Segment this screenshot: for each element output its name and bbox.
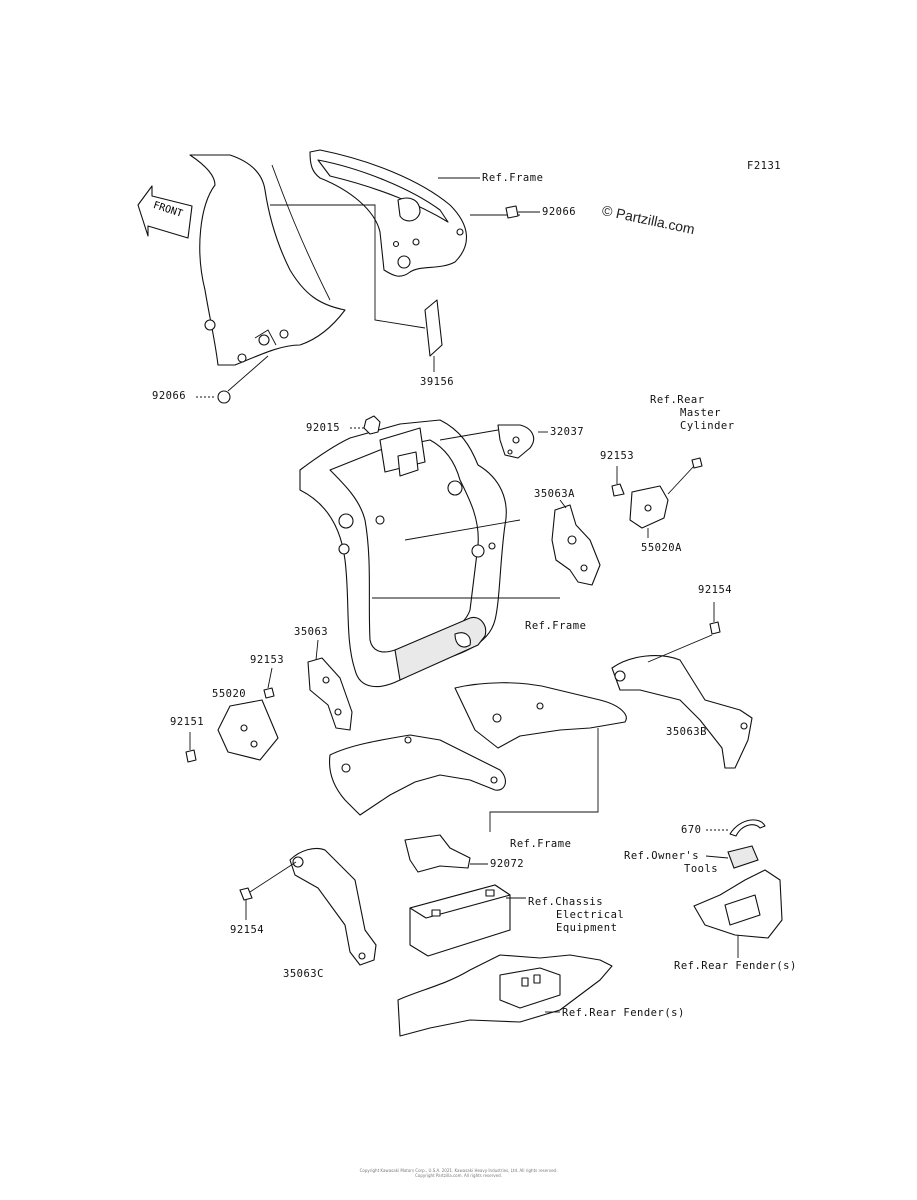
callout-92066-left[interactable]: 92066 — [152, 390, 187, 402]
callout-92072[interactable]: 92072 — [490, 858, 525, 870]
callout-92151[interactable]: 92151 — [170, 716, 205, 728]
nut-92015 — [350, 415, 381, 435]
ref-rear-master-line-2: Master — [680, 407, 721, 419]
bracket-35063A — [551, 499, 601, 586]
bolt-92066-top — [505, 205, 540, 219]
footer-line-1: Copyright Kawasaki Motors Corp., U.S.A. … — [359, 1168, 558, 1173]
owners-tools — [705, 845, 759, 869]
callout-55020[interactable]: 55020 — [212, 688, 247, 700]
subframe-rail — [454, 682, 627, 749]
callout-92015[interactable]: 92015 — [306, 422, 341, 434]
ref-chassis-line-2: Electrical — [556, 909, 625, 921]
ref-owners-line-2: Tools — [684, 863, 719, 875]
figure-code: F2131 — [747, 160, 782, 172]
callout-39156[interactable]: 39156 — [420, 376, 455, 388]
upper-frame-right — [309, 149, 520, 277]
lower-left-rail — [328, 734, 506, 816]
callout-55020A[interactable]: 55020A — [641, 542, 682, 554]
callout-ref-frame-mid[interactable]: Ref.Frame — [525, 620, 587, 632]
plate-55020A — [629, 457, 703, 538]
strap-670 — [706, 819, 766, 837]
main-frame — [299, 419, 560, 688]
bolt-92154-right — [709, 602, 721, 635]
bracket-35063C — [249, 847, 377, 966]
grommet-92066-left — [196, 355, 269, 404]
upper-frame-left — [189, 154, 346, 366]
bolt-92151 — [185, 732, 197, 763]
ref-frame-low-leader — [489, 728, 599, 832]
callout-35063C[interactable]: 35063C — [283, 968, 324, 980]
callout-ref-owners-tools[interactable]: Ref.Owner's Tools — [624, 850, 718, 876]
callout-32037[interactable]: 32037 — [550, 426, 585, 438]
callout-ref-rear-fender-right[interactable]: Ref.Rear Fender(s) — [674, 960, 797, 972]
callout-92066-top[interactable]: 92066 — [542, 206, 577, 218]
callout-92153-right[interactable]: 92153 — [600, 450, 635, 462]
label-plate-39156 — [270, 204, 443, 372]
rear-fender — [397, 954, 613, 1037]
bolt-92153-left — [263, 667, 275, 699]
ref-chassis-line-1: Ref.Chassis — [528, 896, 604, 908]
plate-55020 — [217, 699, 279, 761]
bolt-92153-right — [611, 466, 625, 497]
ref-rear-master-line-3: Cylinder — [680, 420, 735, 432]
ref-rear-master-line-1: Ref.Rear — [650, 394, 705, 406]
callout-ref-chassis-electrical[interactable]: Ref.Chassis Electrical Equipment — [528, 896, 624, 935]
bracket-35063 — [307, 639, 353, 731]
ref-chassis-line-3: Equipment — [556, 922, 618, 934]
callout-92153-left[interactable]: 92153 — [250, 654, 285, 666]
callout-ref-frame-low[interactable]: Ref.Frame — [510, 838, 572, 850]
footer-line-2: Copyright Partzilla.com. All rights rese… — [415, 1173, 502, 1178]
callout-35063B[interactable]: 35063B — [666, 726, 707, 738]
battery — [409, 884, 526, 957]
copyright-footer: Copyright Kawasaki Motors Corp., U.S.A. … — [0, 1168, 917, 1178]
rear-fender-right — [693, 869, 783, 958]
callout-ref-rear-fender-bottom[interactable]: Ref.Rear Fender(s) — [562, 1007, 685, 1019]
front-arrow-icon: FRONT — [137, 185, 193, 239]
bracket-35063B — [611, 634, 753, 769]
ref-owners-line-1: Ref.Owner's — [624, 850, 700, 862]
callout-ref-rear-master-cylinder[interactable]: Ref.Rear Master Cylinder — [650, 394, 735, 433]
bracket-32037 — [439, 424, 548, 459]
callout-92154-right[interactable]: 92154 — [698, 584, 733, 596]
callout-ref-frame-top[interactable]: Ref.Frame — [482, 172, 544, 184]
callout-35063A[interactable]: 35063A — [534, 488, 575, 500]
bolt-92154-left — [239, 887, 253, 920]
callout-92154-left[interactable]: 92154 — [230, 924, 265, 936]
callout-35063[interactable]: 35063 — [294, 626, 329, 638]
callout-670[interactable]: 670 — [681, 824, 702, 836]
battery-holder-92072 — [404, 834, 488, 873]
